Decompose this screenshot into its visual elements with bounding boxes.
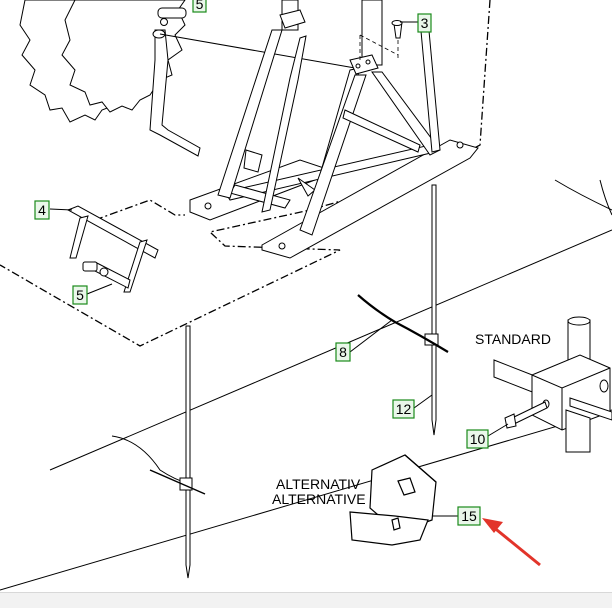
leader-4: [49, 208, 73, 211]
callout-10-text: 10: [470, 431, 486, 447]
callout-12: 12: [392, 399, 415, 419]
standard-clamp: [493, 316, 612, 453]
callout-4: 4: [34, 200, 50, 220]
callout-15-text: 15: [461, 508, 477, 524]
callout-8-text: 8: [339, 344, 347, 360]
callout-5-top-text: 5: [196, 0, 204, 12]
leader-8: [349, 319, 393, 353]
ground-lines: [0, 179, 612, 591]
callout-10: 10: [466, 429, 489, 449]
stake-left: [149, 325, 206, 579]
leader-5: [86, 283, 113, 295]
callout-5: 5: [72, 285, 88, 305]
label-standard: STANDARD: [475, 331, 551, 347]
leader-crank: [159, 33, 356, 69]
bottom-strip: [0, 592, 612, 608]
leader-12: [413, 394, 433, 409]
callout-5-text: 5: [76, 287, 84, 303]
callout-8: 8: [335, 342, 351, 362]
leader-10: [487, 423, 509, 437]
bolt-guides: [359, 34, 399, 60]
callout-3-text: 3: [421, 15, 429, 31]
bolt-3: [391, 20, 403, 39]
label-alternativ: ALTERNATIV: [276, 476, 361, 492]
label-alternative: ALTERNATIVE: [272, 491, 366, 507]
stake-12: [424, 184, 439, 436]
cable-8: [357, 294, 449, 353]
alternative-clamp: [349, 454, 437, 546]
dashed-boundary: [0, 0, 491, 347]
crank-handle: [149, 7, 201, 157]
callout-3: 3: [417, 13, 432, 33]
bracket-4: [66, 205, 159, 293]
callout-12-text: 12: [396, 401, 412, 417]
callout-15: 15: [457, 506, 481, 526]
callout-4-text: 4: [38, 202, 46, 218]
red-arrow: [482, 518, 541, 567]
stand-frame: [189, 0, 479, 259]
callout-5-top: 5: [192, 0, 207, 13]
